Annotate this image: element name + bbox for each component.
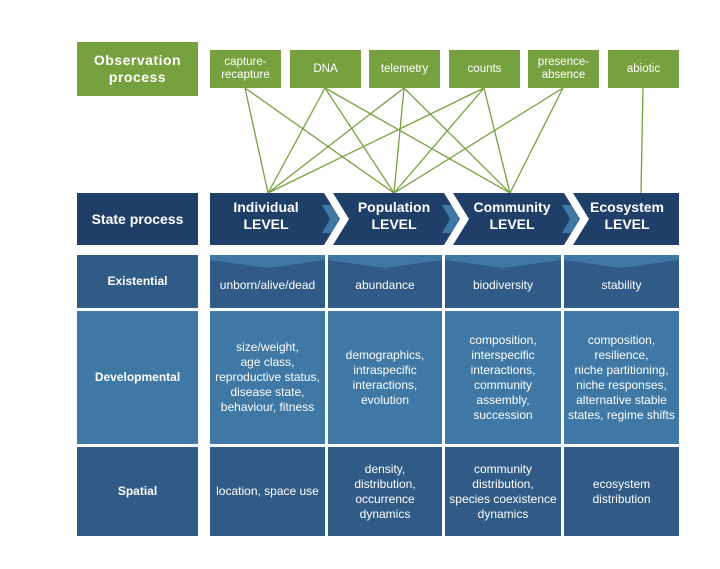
method-abiotic: abiotic [608,50,679,88]
level-word: LEVEL [243,216,289,232]
notch-community [445,255,561,268]
level-word: LEVEL [371,216,417,232]
link-counts-community [483,87,511,194]
cell-text: location, space use [216,484,319,498]
notch-ecosystem [564,255,679,268]
cell-text: biodiversity [472,278,534,292]
level-word: LEVEL [489,216,535,232]
row-label-text: Spatial [117,484,158,498]
cell-developmental-population: demographics, intraspecific interactions… [328,311,442,444]
method-label: telemetry [380,62,429,75]
cell-spatial-ecosystem: ecosystem distribution [564,447,679,536]
method-label: counts [467,62,502,75]
level-name: Community [473,199,551,215]
link-dna-individual [267,87,326,194]
cell-text: unborn/alive/dead [219,278,316,292]
method-counts: counts [449,50,520,88]
cell-spatial-population: density, distribution, occurrence dynami… [328,447,442,536]
level-ecosystem: Ecosystem LEVEL [575,199,679,233]
cell-text: abundance [355,278,415,292]
level-name: Ecosystem [590,199,664,215]
observation-title-line2: process [108,69,167,85]
link-presence-population [393,87,564,194]
chevron-community [453,193,580,245]
method-label: DNA [313,62,338,75]
method-label: presence- [537,56,590,68]
state-process-text: State process [91,210,184,227]
cell-text: community distribution, species coexiste… [449,461,557,521]
notch-population [328,255,442,268]
level-community: Community LEVEL [456,199,568,233]
cell-spatial-individual: location, space use [210,447,325,536]
link-telemetry-individual [267,87,405,194]
link-dna-community [324,87,511,194]
state-process-label: State process [77,193,198,245]
row-label-text: Existential [107,274,168,288]
chevron-accent-3 [562,205,580,233]
cell-text: composition, interspecific interactions,… [469,332,537,422]
cell-spatial-community: community distribution, species coexiste… [445,447,561,536]
cell-text: stability [601,278,642,292]
level-population: Population LEVEL [338,199,450,233]
cell-developmental-ecosystem: composition, resilience, niche partition… [564,311,679,444]
link-counts-individual [267,87,485,194]
link-capture-population [244,87,395,194]
level-word: LEVEL [604,216,650,232]
chevron-accent-2 [442,205,460,233]
link-abiotic-ecosystem [640,87,644,194]
cell-text: size/weight, age class, reproductive sta… [215,340,320,414]
row-label-existential: Existential [77,255,198,308]
row-label-text: Developmental [94,370,181,384]
chevron-population [333,193,460,245]
chevron-ecosystem [573,193,679,245]
link-telemetry-population [393,87,405,194]
method-label: recapture [221,69,270,81]
method-label: capture- [224,56,267,68]
method-telemetry: telemetry [369,50,440,88]
row-label-spatial: Spatial [77,447,198,536]
link-capture-individual [244,87,269,194]
row-label-developmental: Developmental [77,311,198,444]
cell-text: composition, resilience, niche partition… [568,332,675,422]
level-individual: Individual LEVEL [210,199,322,233]
method-capture-recapture: capture- recapture [210,50,281,88]
cell-text: demographics, intraspecific interactions… [345,347,425,407]
cell-developmental-individual: size/weight, age class, reproductive sta… [210,311,325,444]
chevron-individual [210,193,340,245]
method-presence-absence: presence- absence [528,50,599,88]
cell-text: density, distribution, occurrence dynami… [354,461,416,521]
notch-individual [210,255,325,268]
link-dna-population [324,87,395,194]
level-name: Individual [233,199,299,215]
method-dna: DNA [290,50,361,88]
link-presence-community [509,87,564,194]
observation-process-label: Observation process [77,42,198,96]
level-name: Population [357,199,431,215]
method-label: abiotic [626,62,661,75]
chevron-accent-1 [322,205,340,233]
method-label: absence [541,69,586,81]
link-telemetry-community [403,87,511,194]
observation-title-line1: Observation [93,52,182,68]
link-counts-population [393,87,485,194]
cell-text: ecosystem distribution [592,476,651,506]
cell-developmental-community: composition, interspecific interactions,… [445,311,561,444]
